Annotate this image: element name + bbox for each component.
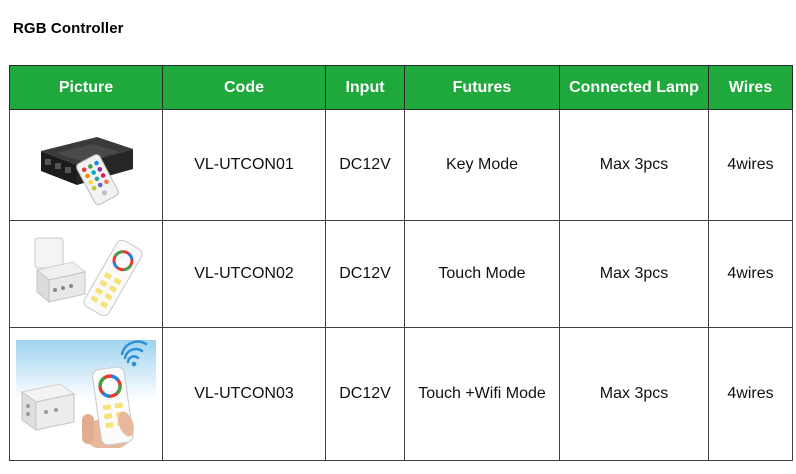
wires-cell: 4wires <box>708 327 793 461</box>
page-heading: RGB Controller <box>13 20 124 37</box>
table-header-row: Picture Code Input Futures Connected Lam… <box>9 65 793 110</box>
header-futures: Futures <box>404 65 560 110</box>
product-image-touch-controller <box>34 237 143 316</box>
header-code: Code <box>162 65 326 110</box>
futures-cell: Touch Mode <box>404 220 560 328</box>
futures-cell: Key Mode <box>404 109 560 221</box>
header-connected-lamp: Connected Lamp <box>559 65 709 110</box>
header-input: Input <box>325 65 405 110</box>
table-row: VL-UTCON02 DC12V Touch Mode Max 3pcs 4wi… <box>9 220 793 328</box>
connected-lamp-cell: Max 3pcs <box>559 327 709 461</box>
wires-cell: 4wires <box>708 109 793 221</box>
input-cell: DC12V <box>325 220 405 328</box>
code-cell: VL-UTCON01 <box>162 109 326 221</box>
product-table: Picture Code Input Futures Connected Lam… <box>9 65 793 461</box>
input-cell: DC12V <box>325 327 405 461</box>
wires-cell: 4wires <box>708 220 793 328</box>
code-cell: VL-UTCON02 <box>162 220 326 328</box>
header-picture: Picture <box>9 65 163 110</box>
picture-cell <box>9 327 163 461</box>
table-row: VL-UTCON01 DC12V Key Mode Max 3pcs 4wire… <box>9 109 793 221</box>
connected-lamp-cell: Max 3pcs <box>559 109 709 221</box>
futures-cell: Touch +Wifi Mode <box>404 327 560 461</box>
picture-cell <box>9 109 163 221</box>
picture-cell <box>9 220 163 328</box>
connected-lamp-cell: Max 3pcs <box>559 220 709 328</box>
input-cell: DC12V <box>325 109 405 221</box>
header-wires: Wires <box>708 65 793 110</box>
product-image-wifi-controller <box>16 340 156 448</box>
product-image-ir-controller <box>41 137 133 206</box>
code-cell: VL-UTCON03 <box>162 327 326 461</box>
table-row: VL-UTCON03 DC12V Touch +Wifi Mode Max 3p… <box>9 327 793 461</box>
